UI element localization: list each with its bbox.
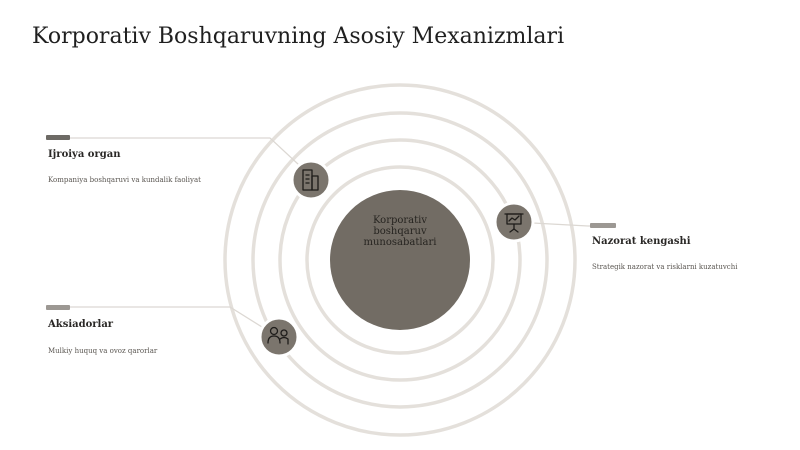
ring-outer bbox=[223, 83, 577, 437]
marker-ijroiya bbox=[46, 135, 70, 140]
item-desc-ijroiya: Kompaniya boshqaruvi va kundalik faoliya… bbox=[48, 176, 201, 184]
node-aksiadorlar[interactable] bbox=[258, 316, 300, 358]
ring-second bbox=[251, 111, 549, 409]
ring-third bbox=[278, 138, 522, 382]
marker-nazorat bbox=[590, 223, 616, 228]
item-title-aksiadorlar: Aksiadorlar bbox=[48, 319, 114, 330]
item-desc-nazorat: Strategik nazorat va risklarni kuzatuvch… bbox=[592, 263, 738, 271]
item-title-nazorat: Nazorat kengashi bbox=[592, 236, 691, 247]
hub-circle bbox=[330, 190, 470, 330]
item-title-ijroiya: Ijroiya organ bbox=[48, 149, 121, 160]
hub-label-line: Korporativ bbox=[372, 215, 428, 226]
marker-aksiadorlar bbox=[46, 305, 70, 310]
hub-label-line: munosabatlari bbox=[363, 237, 437, 248]
office-building-icon bbox=[302, 169, 319, 191]
page-title: Korporativ Boshqaruvning Asosiy Mexanizm… bbox=[32, 24, 565, 49]
node-nazorat[interactable] bbox=[493, 201, 535, 243]
hub-label: Korporativ boshqaruv munosabatlari bbox=[340, 215, 460, 248]
hub-label-line: boshqaruv bbox=[373, 226, 427, 237]
node-ijroiya[interactable] bbox=[290, 159, 332, 201]
ring-inner bbox=[305, 165, 495, 355]
item-desc-aksiadorlar: Mulkiy huquq va ovoz qarorlar bbox=[48, 347, 158, 355]
people-group-icon bbox=[267, 326, 289, 345]
presentation-board-icon bbox=[504, 213, 524, 233]
